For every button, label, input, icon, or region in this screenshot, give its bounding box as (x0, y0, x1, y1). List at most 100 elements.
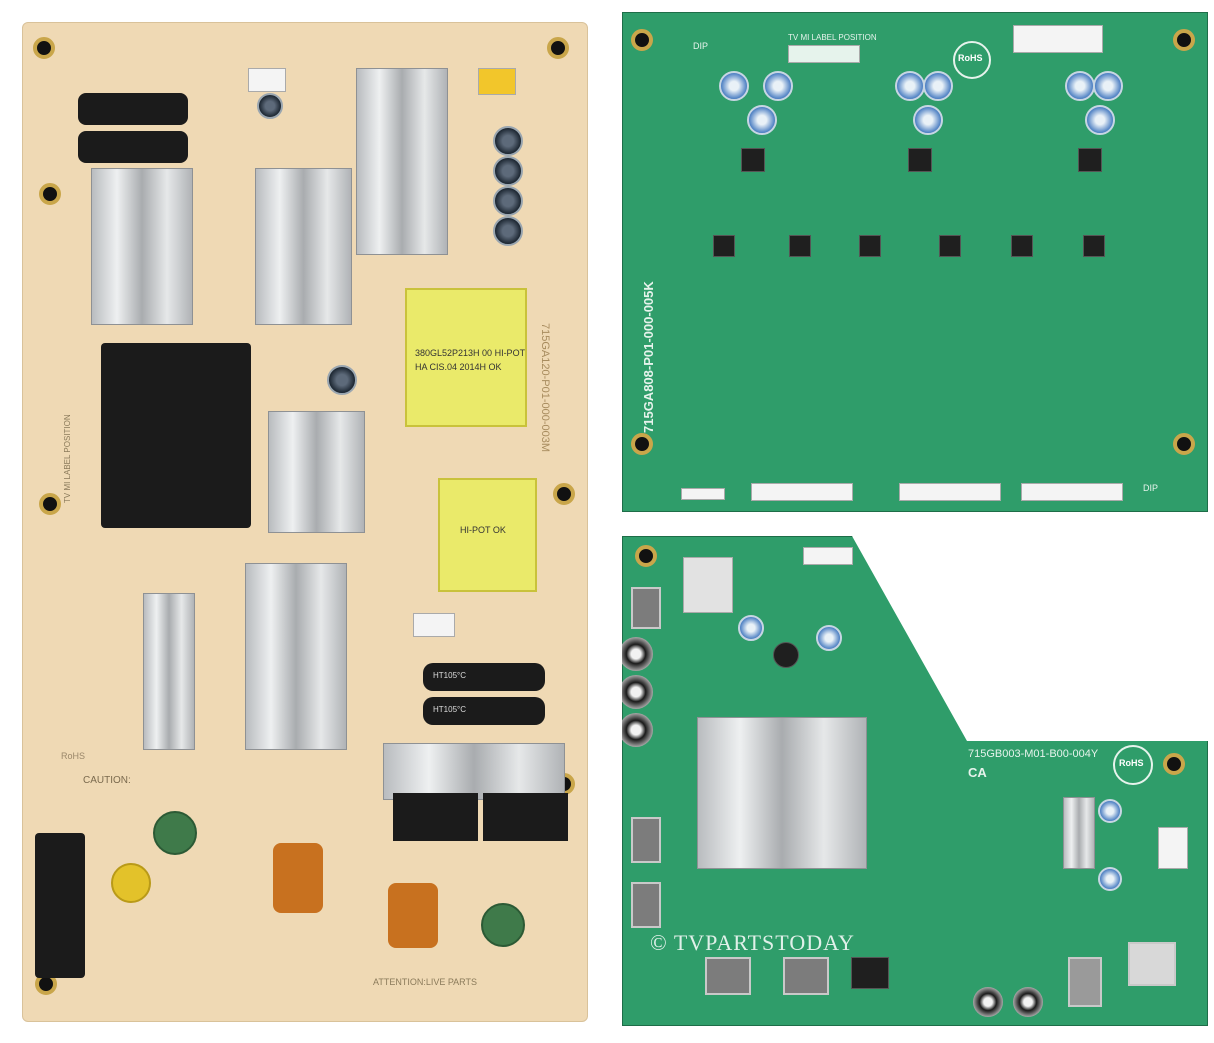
panel-connector (751, 483, 853, 501)
mount-hole (635, 545, 657, 567)
label-position-text: TV MI LABEL POSITION (788, 33, 877, 42)
capacitor (1098, 867, 1122, 891)
attention-label: ATTENTION:LIVE PARTS (373, 977, 478, 987)
capacitor (895, 71, 925, 101)
main-transformer (101, 343, 251, 528)
mount-hole (1173, 29, 1195, 51)
heatsink (268, 411, 365, 533)
rohs-badge: RoHS (953, 41, 991, 79)
heatsink (356, 68, 448, 255)
capacitor (1065, 71, 1095, 101)
ethernet-port (1128, 942, 1176, 986)
label-position-text: TV MI LABEL POSITION (63, 414, 72, 503)
capacitor (747, 105, 777, 135)
capacitor (1085, 105, 1115, 135)
mount-hole (39, 493, 61, 515)
driver-ic (939, 235, 961, 257)
rohs-label: RoHS (958, 53, 983, 63)
bulk-capacitor (78, 93, 188, 125)
varistor (481, 903, 525, 947)
driver-ic (789, 235, 811, 257)
wifi-module (683, 557, 733, 613)
inductor (773, 642, 799, 668)
yellow-transformer: 380GL52P213H 00 HI-POT HA CIS.04 2014H O… (405, 288, 527, 427)
rohs-badge: RoHS (1113, 745, 1153, 785)
driver-ic (1011, 235, 1033, 257)
bulk-capacitor (78, 131, 188, 163)
heatsink (91, 168, 193, 325)
capacitor (913, 105, 943, 135)
capacitor (257, 93, 283, 119)
fpc-connector (681, 488, 725, 500)
capacitor (923, 71, 953, 101)
ca-label: CA (968, 765, 987, 780)
capacitor (1098, 799, 1122, 823)
tcon-board: TV MI LABEL POSITION RoHS DIP 715GA808-P… (622, 12, 1208, 512)
inductor (741, 148, 765, 172)
panel-connector (1021, 483, 1123, 501)
capacitor (1093, 71, 1123, 101)
mount-hole (1173, 433, 1195, 455)
heatsink (143, 593, 195, 750)
inductor (1078, 148, 1102, 172)
power-transistor (483, 793, 568, 841)
hdmi-port (705, 957, 751, 995)
mount-hole (33, 37, 55, 59)
rca-jack (622, 637, 653, 671)
heatsink (383, 743, 565, 800)
choke-coil (388, 883, 438, 948)
connector (803, 547, 853, 565)
capacitor (816, 625, 842, 651)
ac-inlet-connector (35, 833, 85, 978)
part-number: 715GB003-M01-B00-004Y (968, 748, 1099, 760)
caution-label: CAUTION: (83, 775, 131, 786)
driver-ic (1083, 235, 1105, 257)
driver-ic (859, 235, 881, 257)
rca-jack (1013, 987, 1043, 1017)
capacitor (493, 216, 523, 246)
connector (413, 613, 455, 637)
inductor (908, 148, 932, 172)
yellow-connector (478, 68, 516, 95)
hdmi-port (631, 882, 661, 928)
connector (1158, 827, 1188, 869)
soc-heatsink (697, 717, 867, 869)
small-transformer: HI-POT OK (438, 478, 537, 592)
part-number: 715GA120-P01-000-003M (539, 323, 551, 453)
rca-jack (622, 675, 653, 709)
driver-ic (713, 235, 735, 257)
usb-port (631, 587, 661, 629)
hdmi-port (631, 817, 661, 863)
capacitor (719, 71, 749, 101)
power-transistor (393, 793, 478, 841)
rohs-label: RoHS (61, 751, 86, 761)
capacitor (493, 126, 523, 156)
capacitor-marking: HT105°C (433, 705, 466, 714)
serial-sticker (788, 45, 860, 63)
capacitor (763, 71, 793, 101)
capacitor (493, 156, 523, 186)
heatsink (255, 168, 352, 325)
capacitor (327, 365, 357, 395)
mount-hole (631, 29, 653, 51)
watermark: © TVPARTSTODAY (650, 930, 855, 955)
capacitor-marking: HT105°C (433, 671, 466, 680)
mount-hole (631, 433, 653, 455)
antenna-connector (1068, 957, 1102, 1007)
audio-jack (851, 957, 889, 989)
heatsink (245, 563, 347, 750)
varistor (153, 811, 197, 855)
mount-hole (547, 37, 569, 59)
rca-jack (973, 987, 1003, 1017)
transformer-label: HA CIS.04 2014H OK (415, 362, 502, 372)
mount-hole (553, 483, 575, 505)
rohs-label: RoHS (1119, 758, 1144, 768)
transformer-label: HI-POT OK (460, 525, 506, 535)
dip-label: DIP (1143, 483, 1159, 493)
transformer-label: 380GL52P213H 00 HI-POT (415, 348, 526, 358)
panel-connector (899, 483, 1001, 501)
bulk-capacitor: HT105°C (423, 663, 545, 691)
bulk-capacitor: HT105°C (423, 697, 545, 725)
capacitor (738, 615, 764, 641)
input-connector (1013, 25, 1103, 53)
